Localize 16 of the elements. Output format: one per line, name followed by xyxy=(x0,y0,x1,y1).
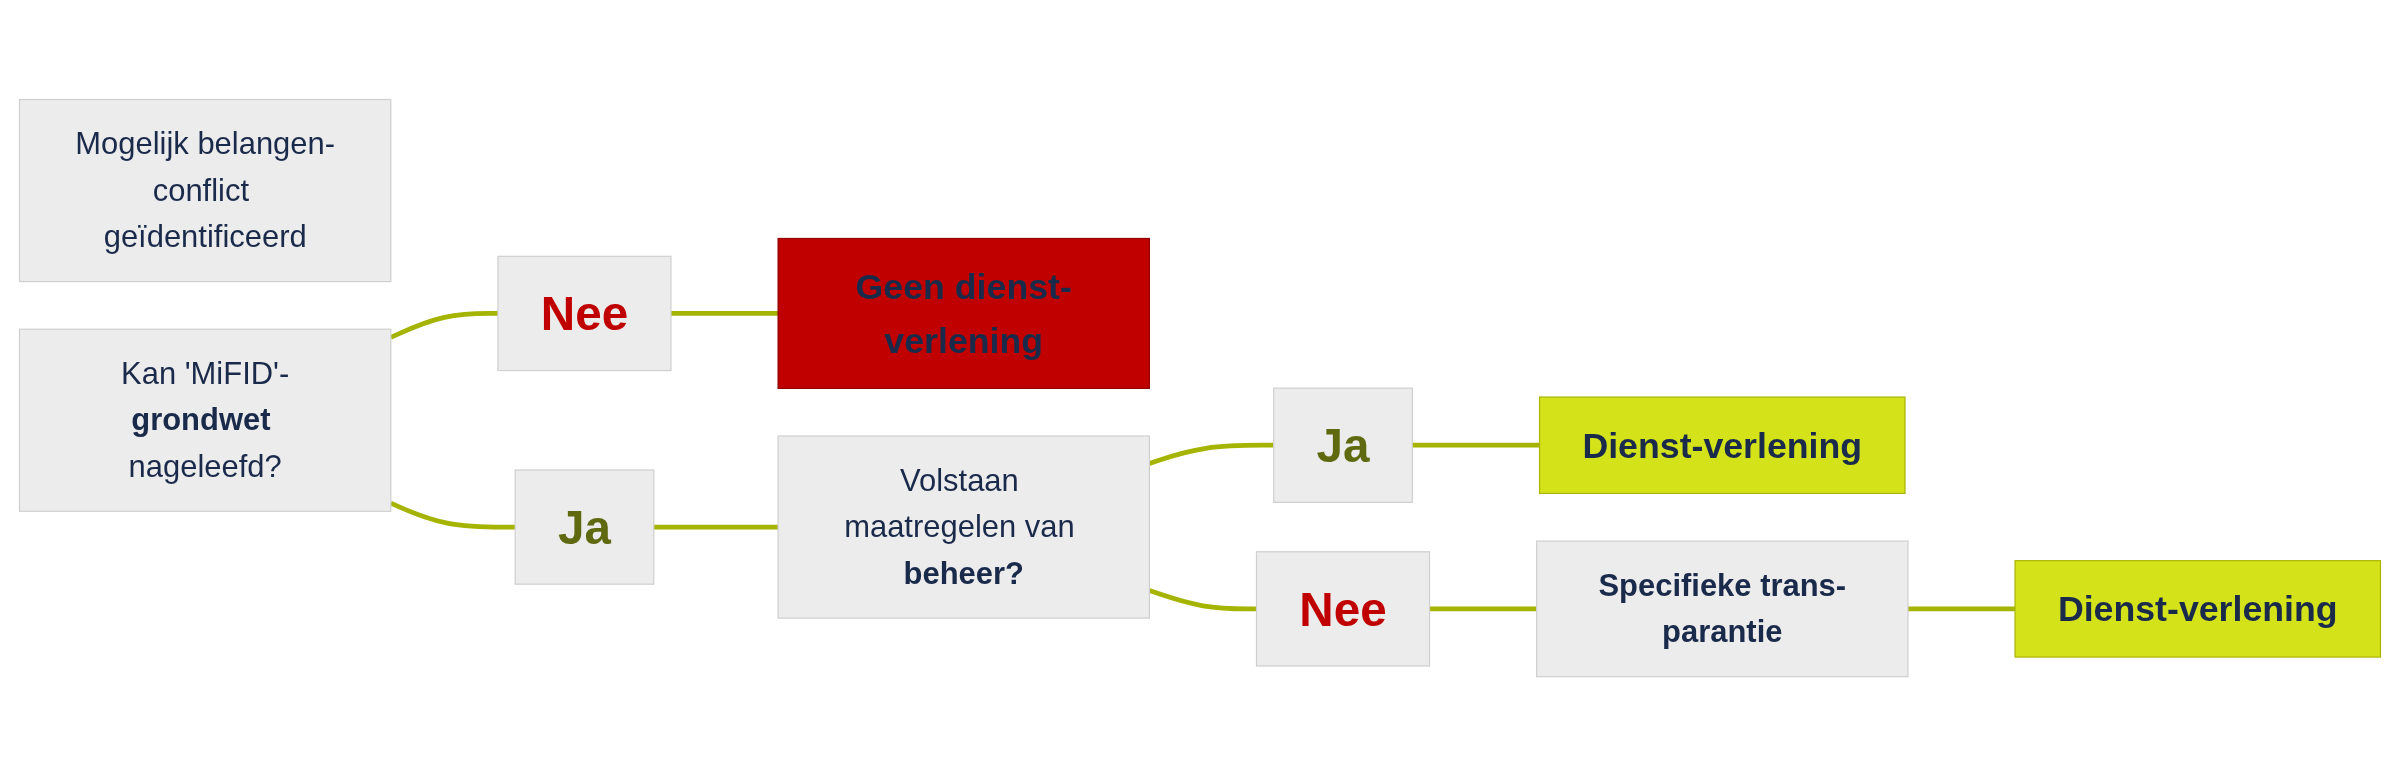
node-box: Specifieke trans-parantie xyxy=(1536,540,1909,678)
node-box: Volstaan maatregelen van beheer? xyxy=(777,435,1150,620)
node-box: Nee xyxy=(497,256,672,372)
node-box: Mogelijk belangen-conflict geïdentificeerd xyxy=(18,99,392,283)
node-box: Dienst-verlening xyxy=(1538,396,1906,495)
connector xyxy=(670,311,779,317)
node-box: Ja xyxy=(514,469,655,586)
node-box: Nee xyxy=(1255,551,1431,667)
node-box: Ja xyxy=(1273,387,1413,504)
node-box: Geen dienst-verlening xyxy=(777,238,1150,390)
connector xyxy=(1429,606,1537,612)
node-box: Dienst-verlening xyxy=(2014,560,2382,659)
connector xyxy=(1907,606,2016,612)
connector xyxy=(653,525,779,530)
connector xyxy=(1412,443,1540,448)
node-box: Kan 'MiFID'-grondwet nageleefd? xyxy=(18,329,392,513)
